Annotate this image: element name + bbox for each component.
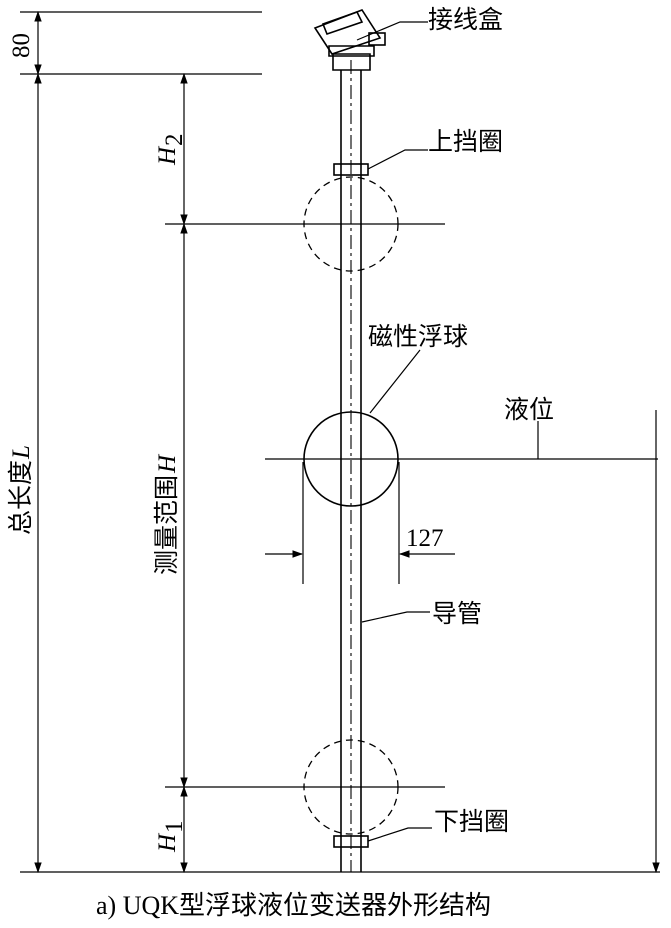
- caption-prefix: a) UQK: [96, 891, 179, 920]
- liquid-level-label: 液位: [504, 395, 554, 424]
- guide-tube: [340, 60, 362, 872]
- float-extreme-positions: [303, 176, 399, 835]
- total-length-text: 总长度: [6, 460, 35, 535]
- float-diameter-dimension: 127: [406, 525, 444, 552]
- h2-subscript: 2: [161, 134, 188, 147]
- measure-range-symbol: H: [154, 453, 181, 474]
- guide-tube-label: 导管: [432, 599, 482, 628]
- caption-title: 型浮球液位变送器外形结构: [179, 891, 491, 920]
- measure-range-dimension: 测量范围 H: [152, 453, 181, 575]
- top-offset-dimension: 80: [8, 33, 35, 58]
- h1-dimension: H 1: [154, 821, 188, 854]
- extension-lines: [20, 11, 660, 873]
- h1-subscript: 1: [161, 821, 188, 834]
- lower-stop-ring-shape: [333, 835, 369, 848]
- lower-stop-ring-label: 下挡圈: [434, 807, 509, 836]
- total-length-dimension: 总长度 L: [6, 445, 35, 535]
- magnetic-float-ball: [303, 411, 399, 507]
- leader-lines: [356, 21, 539, 842]
- measure-range-text: 测量范围: [152, 475, 181, 575]
- dimension-lines: [34, 10, 660, 874]
- h1-symbol: H: [154, 832, 181, 853]
- upper-stop-ring-shape: [333, 163, 369, 176]
- total-length-symbol: L: [8, 445, 35, 460]
- h2-symbol: H: [154, 145, 181, 166]
- junction-box-label: 接线盒: [428, 5, 503, 34]
- junction-box-shape: [313, 9, 386, 71]
- h2-dimension: H 2: [154, 134, 188, 167]
- upper-stop-ring-label: 上挡圈: [428, 127, 503, 156]
- magnetic-float-label: 磁性浮球: [368, 322, 468, 351]
- figure-caption: a) UQK型浮球液位变送器外形结构: [96, 891, 491, 920]
